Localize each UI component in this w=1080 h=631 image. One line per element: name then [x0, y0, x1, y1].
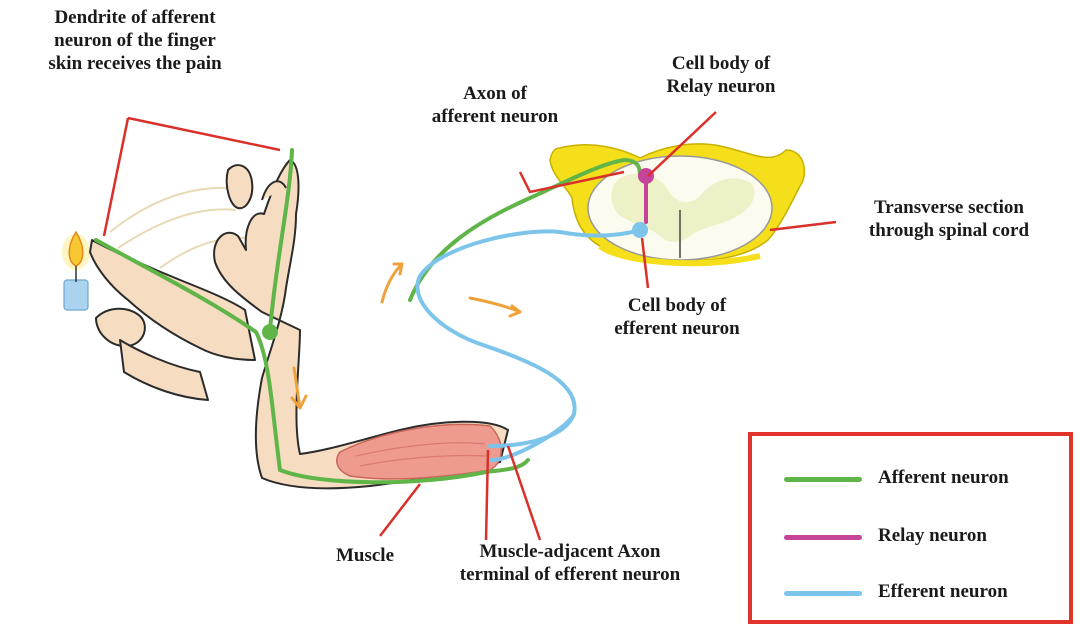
- muscle: [337, 424, 501, 478]
- legend-label-efferent: Efferent neuron: [878, 581, 1008, 603]
- label-relay-body-line1: Cell body of: [636, 52, 806, 75]
- label-efferent-body-line1: Cell body of: [592, 294, 762, 317]
- legend-label-relay: Relay neuron: [878, 525, 987, 547]
- label-transverse-section: Transverse section through spinal cord: [836, 196, 1062, 242]
- label-dendrite-line3: skin receives the pain: [0, 52, 270, 75]
- candle-flame-icon: [62, 232, 90, 310]
- label-relay-body: Cell body of Relay neuron: [636, 52, 806, 98]
- label-axon-terminal-line1: Muscle-adjacent Axon: [420, 540, 720, 563]
- label-muscle: Muscle: [300, 544, 430, 567]
- legend: Afferent neuron Relay neuron Efferent ne…: [748, 432, 1073, 624]
- legend-item-efferent: Efferent neuron: [752, 578, 1069, 608]
- label-relay-body-line2: Relay neuron: [636, 75, 806, 98]
- legend-item-relay: Relay neuron: [752, 522, 1069, 552]
- spinal-cord-section: [550, 144, 804, 263]
- label-efferent-body: Cell body of efferent neuron: [592, 294, 762, 340]
- legend-swatch-efferent: [784, 591, 862, 596]
- legend-swatch-relay: [784, 535, 862, 540]
- label-transverse-line1: Transverse section: [836, 196, 1062, 219]
- label-muscle-text: Muscle: [300, 544, 430, 567]
- label-dendrite-line2: neuron of the finger: [0, 29, 270, 52]
- label-axon-terminal-line2: terminal of efferent neuron: [420, 563, 720, 586]
- label-efferent-body-line2: efferent neuron: [592, 317, 762, 340]
- flow-arrow-icon: [292, 264, 520, 408]
- label-transverse-line2: through spinal cord: [836, 219, 1062, 242]
- label-axon-afferent: Axon of afferent neuron: [410, 82, 580, 128]
- label-dendrite: Dendrite of afferent neuron of the finge…: [0, 6, 270, 75]
- label-axon-terminal: Muscle-adjacent Axon terminal of efferen…: [420, 540, 720, 586]
- legend-label-afferent: Afferent neuron: [878, 467, 1009, 489]
- legend-item-afferent: Afferent neuron: [752, 464, 1069, 494]
- legend-swatch-afferent: [784, 477, 862, 482]
- label-axon-afferent-line2: afferent neuron: [410, 105, 580, 128]
- label-dendrite-line1: Dendrite of afferent: [0, 6, 270, 29]
- label-axon-afferent-line1: Axon of: [410, 82, 580, 105]
